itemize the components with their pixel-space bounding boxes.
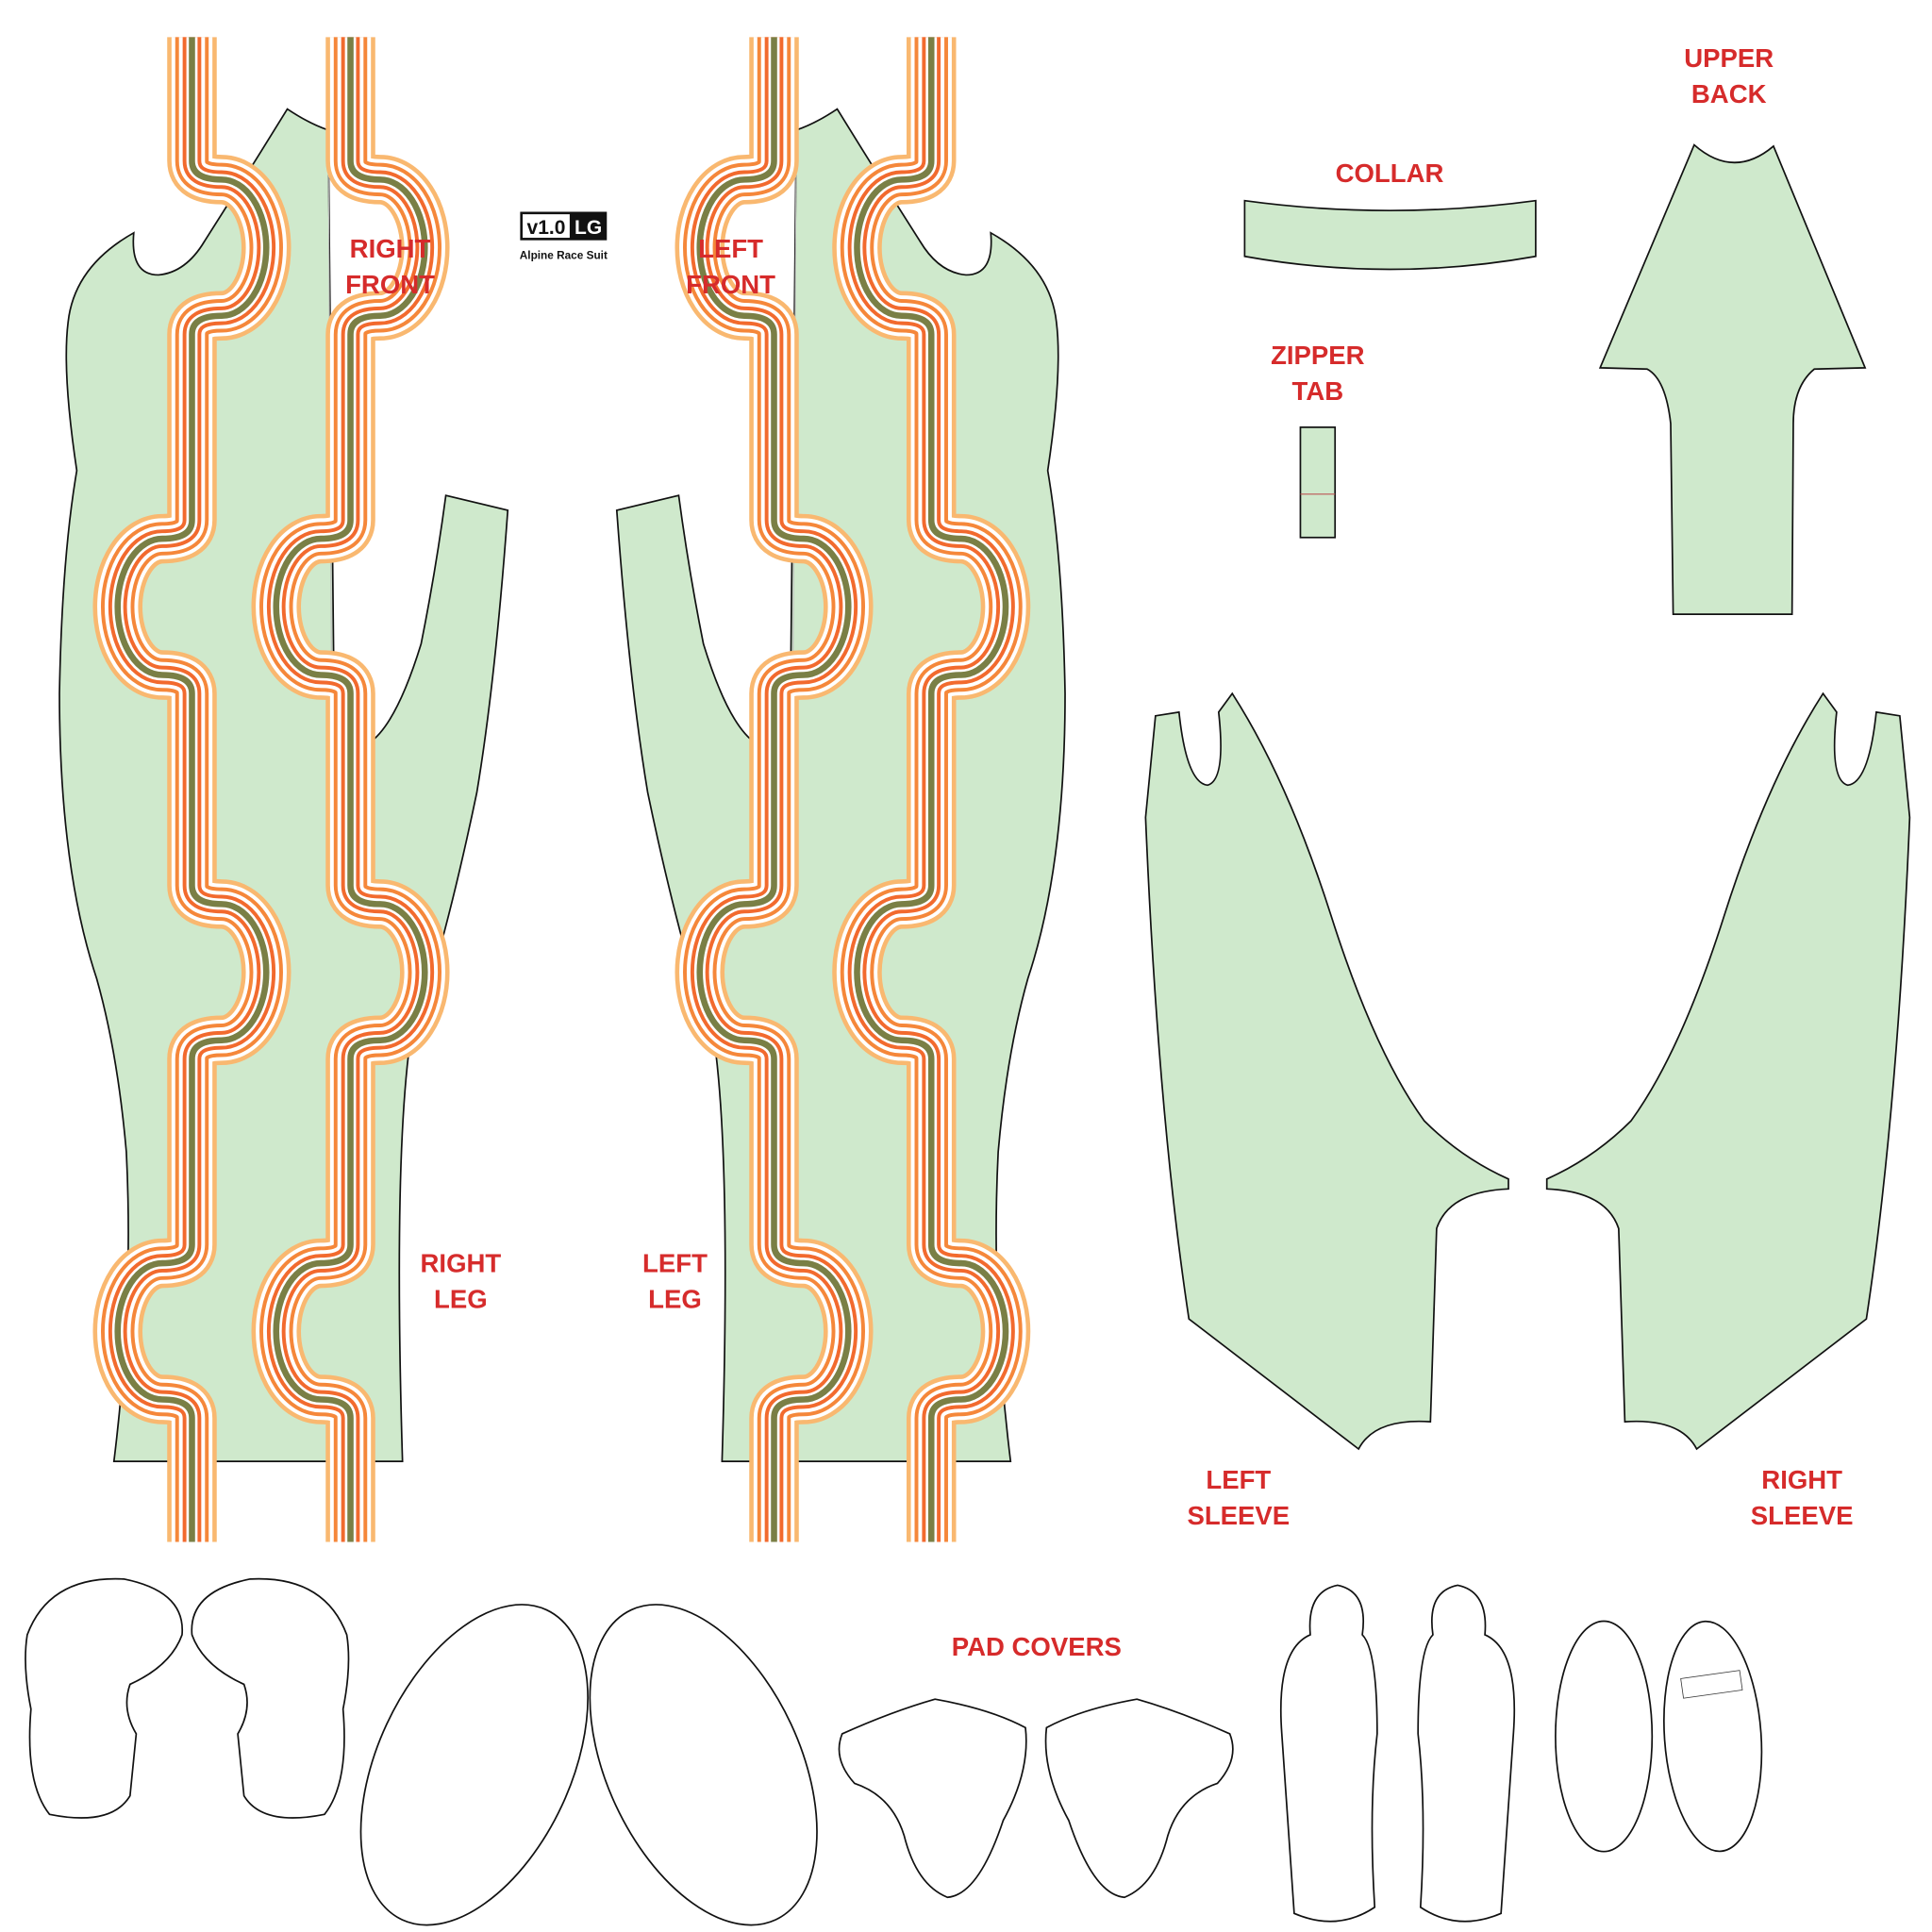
label-right-leg: RIGHT <box>421 1248 502 1277</box>
label-right-leg: LEG <box>434 1284 488 1313</box>
pad-cover-small <box>1662 1620 1763 1853</box>
label-left-front: LEFT <box>698 234 763 263</box>
stripe-band <box>114 37 270 1542</box>
label-right-front: FRONT <box>345 270 435 299</box>
pad-cover-elbow <box>838 1698 1027 1899</box>
right-sleeve-piece <box>1545 692 1911 1450</box>
pad-cover-small <box>1555 1620 1654 1853</box>
logo-size: LG <box>575 217 602 239</box>
label-left-leg: LEG <box>648 1284 702 1313</box>
label-left-front: FRONT <box>686 270 775 299</box>
pad-cover-shoulder <box>191 1577 350 1819</box>
stripe-group <box>92 37 1031 1542</box>
label-left-sleeve: LEFT <box>1206 1465 1271 1494</box>
label-collar: COLLAR <box>1336 158 1444 188</box>
label-upper-back: UPPER <box>1684 43 1774 73</box>
logo: v1.0 LG Alpine Race Suit <box>520 211 608 261</box>
pad-cover-elbow <box>1044 1698 1234 1899</box>
pad-cover-hip <box>359 1604 589 1926</box>
pad-cover-hip <box>589 1604 818 1926</box>
label-left-leg: LEFT <box>642 1248 708 1277</box>
label-right-sleeve: RIGHT <box>1761 1465 1842 1494</box>
label-zipper-tab: TAB <box>1292 376 1344 406</box>
label-upper-back: BACK <box>1691 79 1767 108</box>
left-sleeve-piece <box>1144 691 1509 1451</box>
label-right-front: RIGHT <box>350 234 431 263</box>
pad-cover-knee <box>1417 1584 1516 1923</box>
stripe-band <box>273 37 428 1542</box>
pad-cover-shoulder <box>25 1577 183 1819</box>
label-left-sleeve: SLEEVE <box>1187 1501 1290 1530</box>
logo-subtitle: Alpine Race Suit <box>520 248 608 261</box>
brand-tag <box>1680 1670 1743 1699</box>
zipper-tab-piece <box>1299 426 1337 539</box>
label-pad-covers: PAD COVERS <box>952 1632 1122 1661</box>
pad-cover-knee <box>1279 1584 1378 1923</box>
collar-piece <box>1243 199 1537 271</box>
stripe-band <box>696 37 852 1542</box>
stripe-band <box>854 37 1009 1542</box>
label-right-sleeve: SLEEVE <box>1751 1501 1854 1530</box>
upper-back-piece <box>1598 143 1867 616</box>
logo-version: v1.0 <box>527 217 566 239</box>
label-zipper-tab: ZIPPER <box>1271 341 1365 370</box>
